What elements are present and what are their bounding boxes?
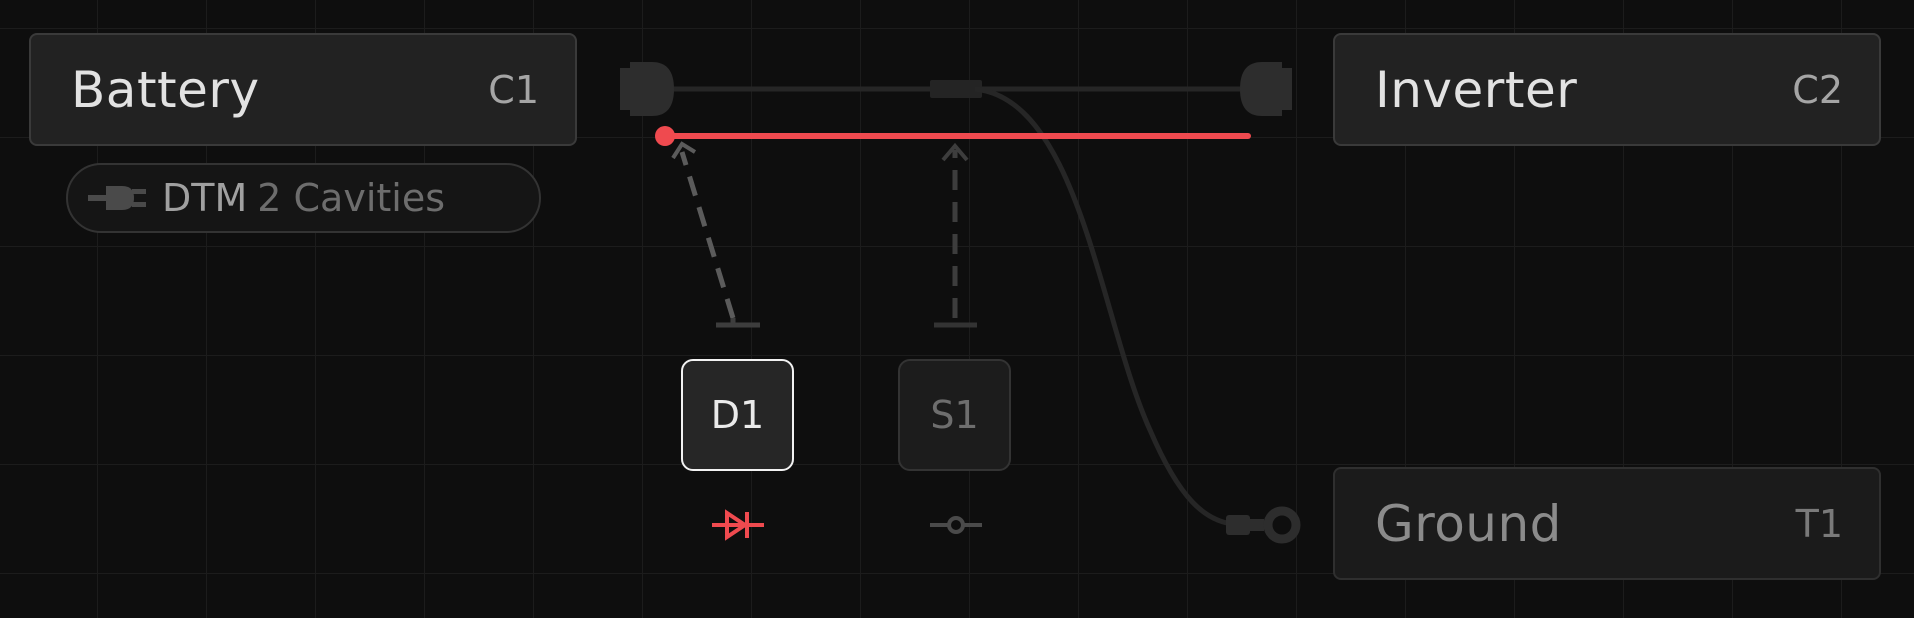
plug-icon <box>88 178 148 218</box>
node-battery-name: Battery <box>71 60 260 119</box>
wire-active-endpoint[interactable] <box>655 126 675 146</box>
node-inverter[interactable]: Inverter C2 <box>1333 33 1881 146</box>
node-inverter-ref: C2 <box>1792 67 1843 112</box>
connector-kind: DTM <box>162 176 248 220</box>
ring-terminal-t1[interactable] <box>1226 506 1301 544</box>
link-d1 <box>671 141 760 328</box>
link-s1 <box>934 142 977 328</box>
node-inverter-name: Inverter <box>1375 60 1578 119</box>
component-d1-label: D1 <box>710 393 765 437</box>
node-ground-ref: T1 <box>1795 501 1843 546</box>
pin-c1[interactable] <box>620 62 674 116</box>
node-battery[interactable]: Battery C1 <box>29 33 577 146</box>
splice-point[interactable] <box>930 80 982 98</box>
component-d1[interactable]: D1 <box>681 359 794 471</box>
connector-cavities: 2 Cavities <box>257 176 446 220</box>
pin-c2[interactable] <box>1240 62 1292 116</box>
splice-icon <box>928 512 984 542</box>
component-s1[interactable]: S1 <box>898 359 1011 471</box>
connector-tag[interactable]: DTM 2 Cavities <box>66 163 541 233</box>
diode-icon <box>710 508 766 546</box>
wire-splice-ground[interactable] <box>974 86 1233 527</box>
node-battery-ref: C1 <box>488 67 539 112</box>
node-ground[interactable]: Ground T1 <box>1333 467 1881 580</box>
component-s1-label: S1 <box>930 393 979 437</box>
node-ground-name: Ground <box>1375 494 1562 553</box>
